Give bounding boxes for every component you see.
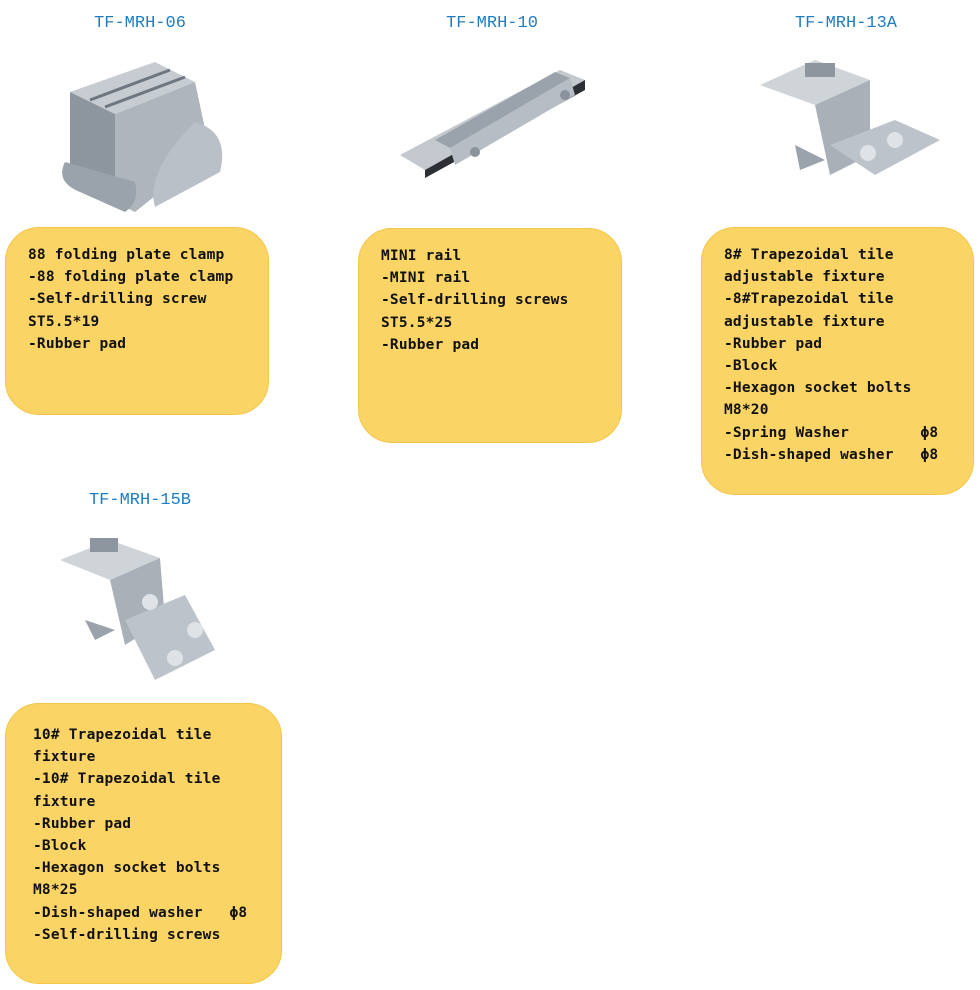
product-spec-box: 88 folding plate clamp -88 folding plate…	[5, 227, 269, 415]
folding-plate-clamp-image	[62, 62, 223, 212]
spec-line: ST5.5*25	[381, 314, 453, 331]
spec-line: -Self-drilling screws	[381, 292, 569, 309]
spec-line: ST5.5*19	[28, 313, 100, 330]
spec-line: -Rubber pad	[381, 336, 480, 353]
spec-line: 8# Trapezoidal tile	[724, 247, 894, 263]
tile-fixture-image	[60, 538, 215, 680]
spec-line: adjustable fixture	[724, 313, 885, 330]
product-code-title: TF-MRH-15B	[88, 491, 192, 510]
spec-line: 88 folding plate clamp	[28, 247, 225, 263]
spec-line: -Rubber pad	[28, 335, 127, 352]
spec-line: -10# Trapezoidal tile	[33, 771, 221, 788]
spec-line: adjustable fixture	[724, 269, 885, 286]
spec-line: fixture	[33, 793, 96, 810]
trapezoidal-tile-fixture-image	[760, 60, 940, 175]
spec-line: -Hexagon socket bolts	[724, 380, 912, 397]
product-spec-box: 8# Trapezoidal tile adjustable fixture -…	[701, 227, 974, 495]
spec-line: -88 folding plate clamp	[28, 269, 234, 286]
spec-line: -Rubber pad	[724, 335, 823, 352]
spec-line: -8#Trapezoidal tile	[724, 291, 894, 308]
spec-line: -Dish-shaped washer ϕ8	[33, 904, 248, 921]
spec-line: -Spring Washer ϕ8	[724, 424, 939, 441]
spec-line: -Hexagon socket bolts	[33, 860, 221, 877]
spec-line: M8*20	[724, 402, 769, 419]
spec-line: -Rubber pad	[33, 815, 132, 832]
spec-line: -Dish-shaped washer ϕ8	[724, 446, 939, 463]
spec-line: -Block	[33, 838, 87, 855]
spec-line: M8*25	[33, 882, 78, 899]
product-spec-box: MINI rail -MINI rail -Self-drilling scre…	[358, 228, 622, 443]
product-code-title: TF-MRH-13A	[794, 14, 898, 33]
product-code-title: TF-MRH-06	[94, 14, 186, 33]
product-spec-box: 10# Trapezoidal tile fixture -10# Trapez…	[5, 703, 282, 984]
spec-line: fixture	[33, 749, 96, 766]
spec-line: -Block	[724, 358, 778, 375]
spec-line: MINI rail	[381, 248, 462, 264]
mini-rail-image	[400, 70, 585, 178]
spec-line: -Self-drilling screws	[33, 926, 221, 943]
spec-line: -MINI rail	[381, 270, 471, 287]
product-code-title: TF-MRH-10	[446, 14, 538, 33]
spec-line: 10# Trapezoidal tile	[33, 727, 212, 743]
spec-line: -Self-drilling screw	[28, 291, 207, 308]
